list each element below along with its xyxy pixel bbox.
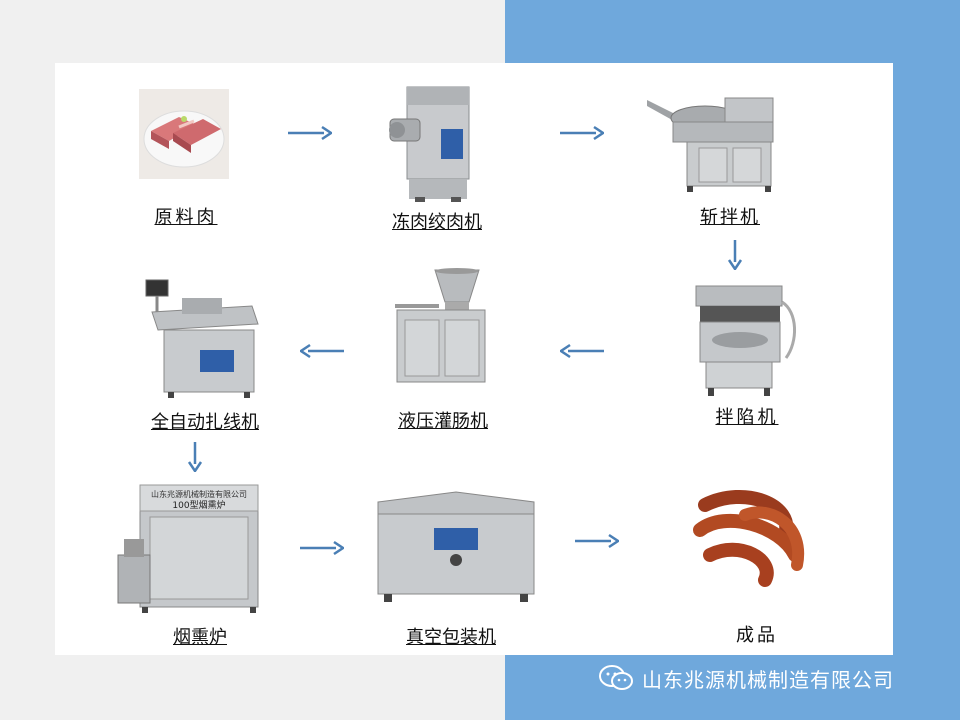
vacuum-packer-image [377,491,535,602]
meat-grinder-image [389,86,470,202]
step-label-tying-machine: 全自动扎线机 [151,412,259,433]
arrow-right-icon [300,540,344,556]
svg-text:100型烟熏炉: 100型烟熏炉 [172,499,225,511]
svg-text:山东兆源机械制造有限公司: 山东兆源机械制造有限公司 [151,489,247,499]
step-label-meat-grinder: 冻肉绞肉机 [392,212,482,233]
step-label-smokehouse: 烟熏炉 [173,627,227,648]
sausage-image [693,490,805,587]
sausage-filler-image [395,268,486,383]
step-label-sausage-filler: 液压灌肠机 [398,411,488,432]
step-label-mixer: 拌陷机 [715,407,779,428]
company-footer: 山东兆源机械制造有限公司 [598,662,894,694]
wechat-icon [599,665,633,690]
step-label-finished-product: 成品 [736,625,778,646]
raw-meat-image [139,89,229,179]
smokehouse-image: 山东兆源机械制造有限公司 100型烟熏炉 [117,484,259,613]
step-label-raw-meat: 原料肉 [154,207,218,228]
tying-machine-image [145,279,259,398]
step-label-vacuum-packer: 真空包装机 [406,627,496,648]
arrow-down-icon [727,240,743,270]
company-name: 山东兆源机械制造有限公司 [642,667,894,692]
bowl-cutter-image [647,97,774,192]
arrow-left-icon [560,343,604,359]
arrow-down-icon [187,442,203,472]
step-label-bowl-cutter: 斩拌机 [700,207,760,228]
arrow-left-icon [300,343,344,359]
mixer-image [695,285,797,396]
arrow-right-icon [560,125,604,141]
arrow-right-icon [575,533,619,549]
arrow-right-icon [288,125,332,141]
